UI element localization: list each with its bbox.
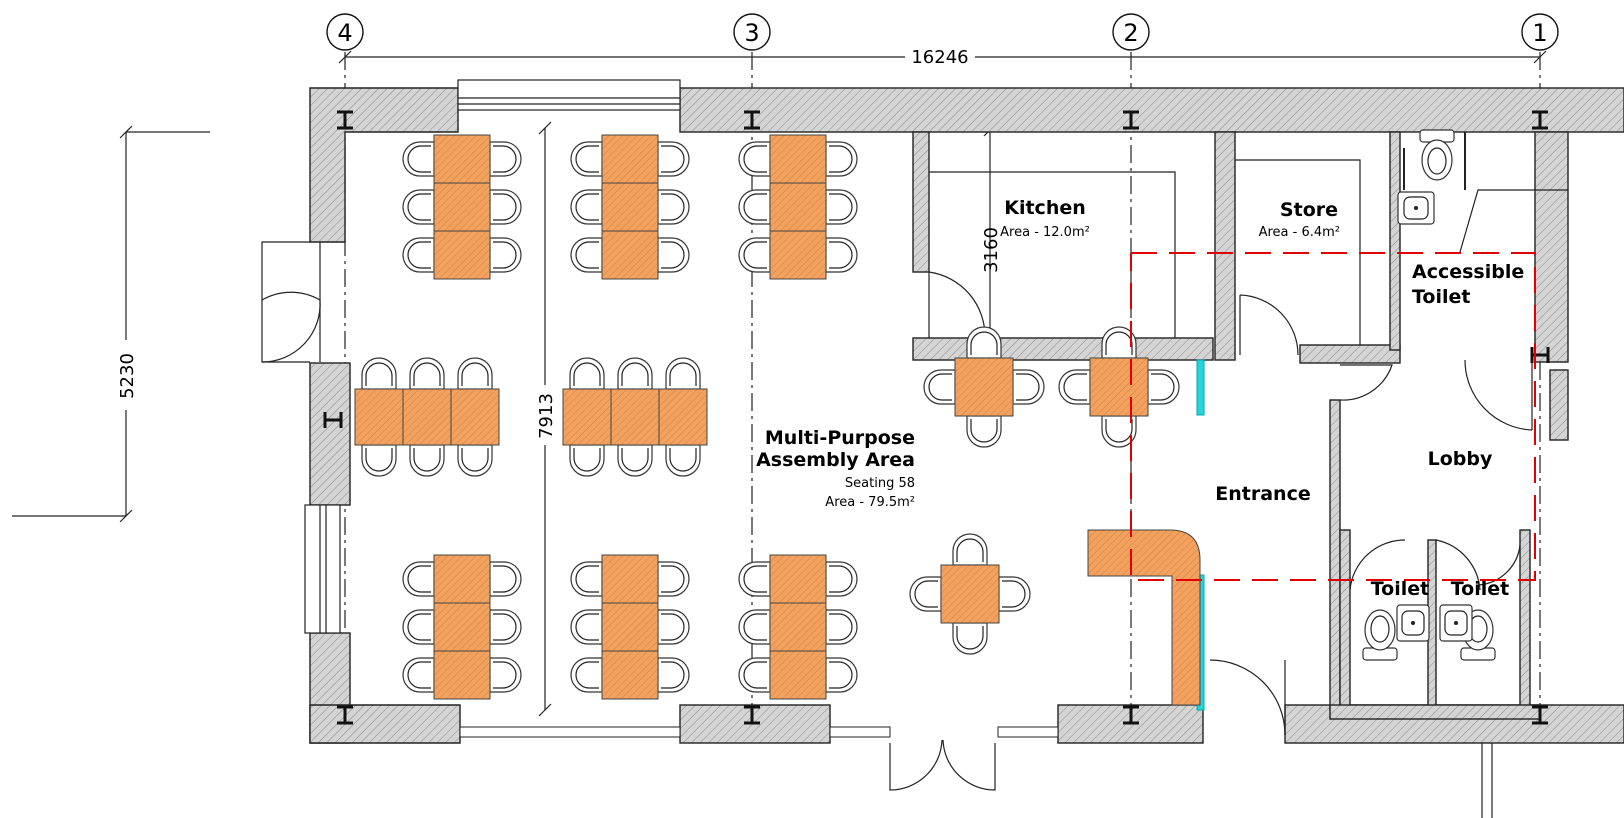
dimension-left: 5230 (12, 125, 210, 523)
toilet-right-name: Toilet (1451, 578, 1509, 600)
room-kitchen: Kitchen Area - 12.0m² (1000, 197, 1090, 240)
assembly-seating: Seating 58 (845, 476, 915, 491)
boundary-redline (1130, 252, 1536, 581)
grid-label-1: 1 (1532, 19, 1547, 47)
grid-bubble-icon (326, 13, 364, 51)
store-area: Area - 6.4m² (1259, 225, 1340, 240)
dimension-hall: 7913 (533, 121, 557, 717)
room-toilet-left: Toilet (1371, 578, 1429, 600)
assembly-line1: Multi-Purpose (765, 427, 915, 449)
table-icon (355, 135, 1201, 706)
accessible-toilet-line1: Accessible (1412, 261, 1524, 283)
grid-bubble-2: 2 (1112, 13, 1150, 51)
grid-bubble-1: 1 (1521, 13, 1559, 51)
grid-label-2: 2 (1123, 19, 1138, 47)
entrance-name: Entrance (1215, 483, 1310, 505)
grid-bubble-3: 3 (733, 13, 771, 51)
assembly-area: Area - 79.5m² (825, 495, 915, 510)
dimension-kitchen-text: 3160 (981, 227, 1002, 273)
room-toilet-right: Toilet (1451, 578, 1509, 600)
kitchen-worktop (929, 159, 1361, 345)
room-accessible-toilet: Accessible Toilet (1412, 261, 1524, 308)
dimension-overall: 16246 (338, 46, 1547, 68)
assembly-line2: Assembly Area (756, 449, 915, 471)
dimension-hall-text: 7913 (536, 393, 557, 439)
kitchen-area: Area - 12.0m² (1000, 225, 1090, 240)
accessible-toilet-line2: Toilet (1412, 286, 1470, 308)
grid-bubble-4: 4 (326, 13, 364, 51)
dimension-overall-text: 16246 (911, 47, 968, 68)
room-assembly: Multi-Purpose Assembly Area Seating 58 A… (756, 427, 915, 510)
room-lobby: Lobby (1428, 448, 1493, 470)
grab-rails (1403, 132, 1466, 190)
room-entrance: Entrance (1215, 483, 1310, 505)
dimension-left-text: 5230 (117, 353, 138, 399)
store-name: Store (1280, 199, 1338, 221)
leader-line (1459, 189, 1568, 253)
grid-label-4: 4 (337, 19, 352, 47)
toilet-left-name: Toilet (1371, 578, 1429, 600)
kitchen-name: Kitchen (1004, 197, 1086, 219)
room-store: Store Area - 6.4m² (1259, 199, 1340, 240)
grid-label-3: 3 (744, 19, 759, 47)
lobby-name: Lobby (1428, 448, 1493, 470)
